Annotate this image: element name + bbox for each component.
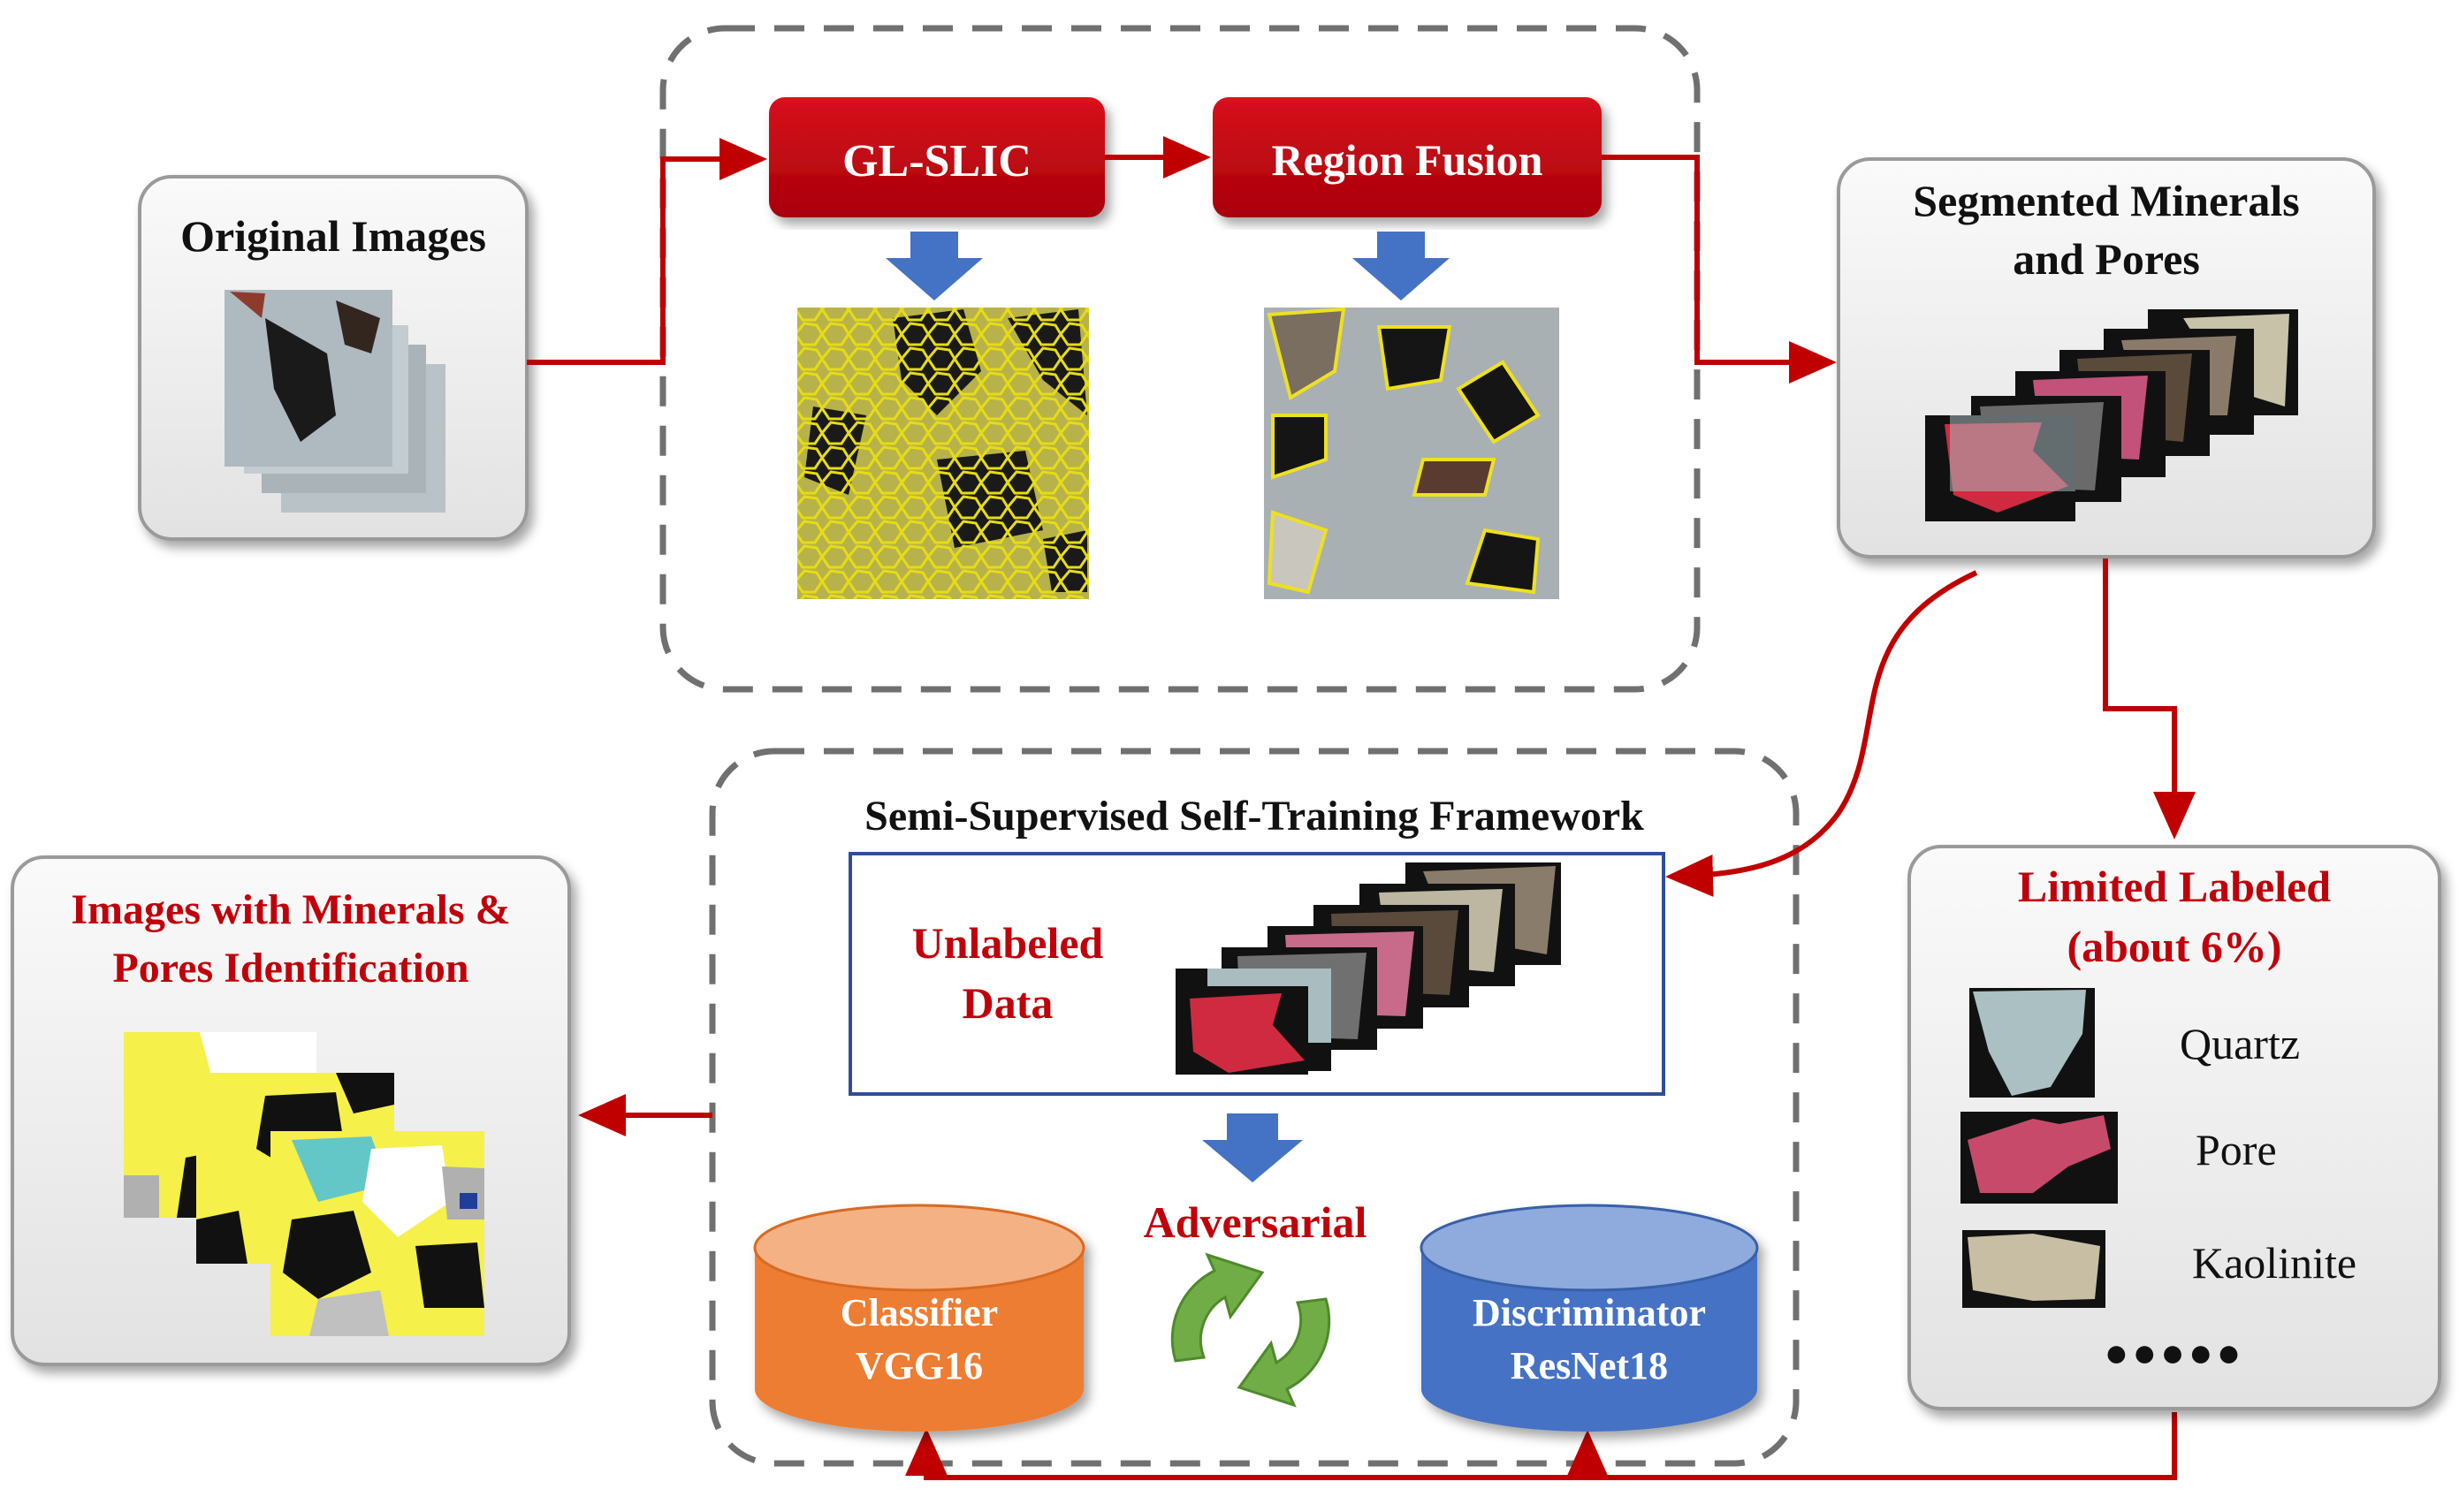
quartz-sample-image — [1969, 988, 2095, 1098]
unlabeled-patches-stack — [1176, 862, 1561, 1075]
original-images-stack — [225, 290, 445, 513]
kaolinite-sample-image — [1962, 1230, 2105, 1308]
arrow-segmented-to-labeled — [2103, 558, 2196, 840]
segmented-title-line1: Segmented Minerals — [1913, 176, 2300, 225]
identification-result-images — [124, 1032, 484, 1336]
segmented-title-line2: and Pores — [2013, 234, 2200, 284]
down-arrow-icon — [1352, 232, 1450, 300]
superpixel-image — [797, 308, 1089, 599]
adversarial-label: Adversarial — [1143, 1197, 1367, 1247]
framework-frame — [709, 748, 1800, 1467]
region-fusion-label: Region Fusion — [1271, 135, 1543, 185]
pore-label: Pore — [2196, 1125, 2277, 1174]
unlabeled-label-line1: Unlabeled — [911, 918, 1104, 968]
region-fusion-image — [1264, 307, 1559, 599]
output-title-line1: Images with Minerals & — [71, 886, 511, 933]
segmentation-frame — [659, 25, 1701, 693]
classifier-label-line2: VGG16 — [855, 1344, 984, 1387]
gl-slic-button — [769, 97, 1105, 217]
discriminator-cylinder — [1420, 1204, 1759, 1432]
segmented-patches-stack — [1925, 309, 2298, 521]
classifier-label-line1: Classifier — [840, 1291, 999, 1334]
more-classes-dots: ●●●●● — [2104, 1330, 2245, 1375]
arrow-segmented-to-unlabeled — [1665, 570, 1978, 897]
unlabeled-label-line2: Data — [962, 978, 1054, 1028]
labeled-title-line2: (about 6%) — [2067, 922, 2282, 971]
classifier-cylinder — [753, 1204, 1085, 1432]
discriminator-label-line2: ResNet18 — [1510, 1344, 1669, 1387]
arrow-original-to-glslic — [527, 138, 767, 365]
labeled-title-line1: Limited Labeled — [2017, 862, 2332, 911]
pore-sample-image — [1960, 1112, 2118, 1204]
down-arrow-icon — [886, 232, 983, 300]
original-images-title: Original Images — [180, 211, 486, 261]
discriminator-label-line1: Discriminator — [1473, 1291, 1706, 1334]
output-title-line2: Pores Identification — [112, 945, 469, 992]
down-arrow-icon — [1202, 1113, 1303, 1182]
cycle-arrows-icon — [1170, 1252, 1331, 1408]
arrow-fusion-to-segmented — [1602, 155, 1837, 384]
kaolinite-label: Kaolinite — [2192, 1238, 2357, 1288]
framework-title: Semi-Supervised Self-Training Framework — [864, 793, 1644, 840]
region-fusion-button — [1213, 97, 1602, 217]
quartz-label: Quartz — [2180, 1019, 2301, 1068]
gl-slic-label: GL-SLIC — [842, 136, 1032, 186]
